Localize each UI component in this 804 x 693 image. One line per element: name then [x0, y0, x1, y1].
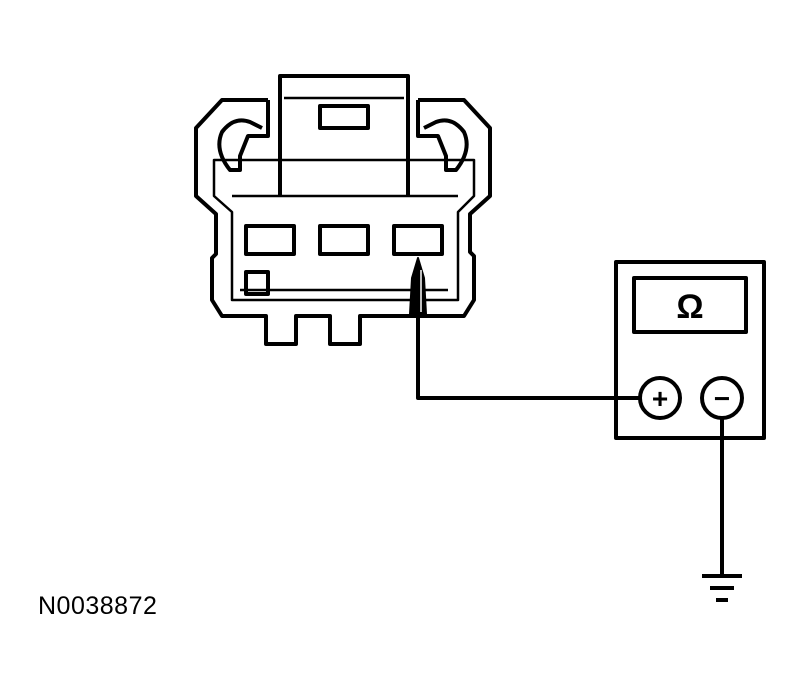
positive-symbol: + [652, 383, 668, 414]
positive-test-lead [416, 314, 640, 400]
polarity-key [244, 270, 270, 296]
electrical-connector [194, 74, 492, 346]
test-probe [409, 257, 427, 315]
ohmmeter-display [632, 276, 748, 334]
connector-inner-outline [212, 158, 476, 302]
terminal-cavity-2 [318, 224, 370, 256]
left-latch [217, 100, 270, 172]
ohmmeter-body [614, 260, 766, 440]
terminal-cavity-3 [392, 224, 444, 256]
probe-tip [409, 257, 427, 315]
ohm-symbol: Ω [676, 288, 703, 326]
locking-tab-window [318, 104, 370, 130]
right-latch [416, 100, 469, 172]
negative-symbol: − [714, 383, 730, 414]
figure-reference-number: N0038872 [38, 592, 158, 620]
terminal-cavity-1 [244, 224, 296, 256]
connector-housing [194, 98, 492, 346]
positive-terminal [638, 376, 682, 420]
locking-tab [278, 74, 410, 196]
negative-terminal [700, 376, 744, 420]
ground-icon [702, 574, 742, 602]
ohmmeter: Ω + − [614, 260, 766, 440]
